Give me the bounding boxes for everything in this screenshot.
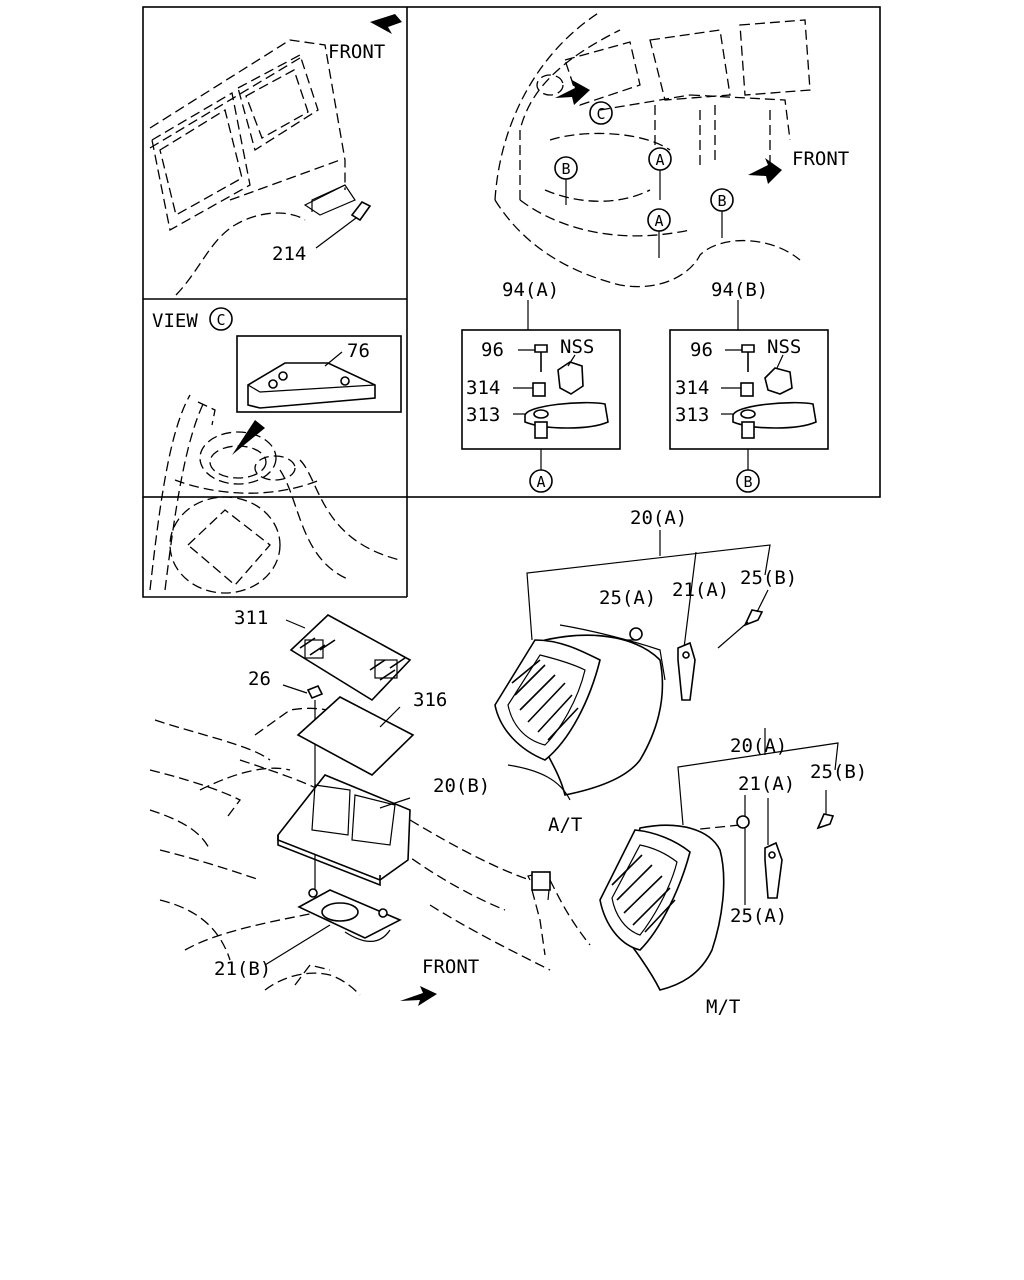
part-number-94a: 94(A) bbox=[502, 279, 559, 301]
part-number-25b-at: 25(B) bbox=[740, 567, 797, 589]
front-label-top-left: FRONT bbox=[328, 41, 385, 63]
nss-label-b: NSS bbox=[767, 336, 801, 358]
part-number-94b: 94(B) bbox=[711, 279, 768, 301]
part-number-20a-mt: 20(A) bbox=[730, 735, 787, 757]
part-number-314-b: 314 bbox=[675, 377, 709, 399]
ref-c-circle-letter: C bbox=[596, 105, 605, 123]
part-number-26: 26 bbox=[248, 668, 271, 690]
front-label-bottom: FRONT bbox=[422, 956, 479, 978]
rear-interior-view bbox=[494, 11, 811, 288]
view-c-circle-letter: C bbox=[216, 311, 225, 329]
part-number-313-b: 313 bbox=[675, 404, 709, 426]
ref-b-right: B bbox=[717, 192, 726, 210]
ref-b-left: B bbox=[561, 160, 570, 178]
ref-b-box: B bbox=[743, 473, 752, 491]
fastener-kit-94a bbox=[461, 300, 621, 493]
ref-a-upper: A bbox=[655, 151, 664, 169]
part-number-96-b: 96 bbox=[690, 339, 713, 361]
part-number-311: 311 bbox=[234, 607, 268, 629]
mt-console-assembly bbox=[599, 728, 839, 991]
part-number-20b: 20(B) bbox=[433, 775, 490, 797]
part-number-20a-at: 20(A) bbox=[630, 507, 687, 529]
view-c-label: VIEW bbox=[152, 310, 198, 332]
part-number-25b-mt: 25(B) bbox=[810, 761, 867, 783]
ref-a-box: A bbox=[536, 473, 545, 491]
mt-label: M/T bbox=[706, 996, 740, 1018]
ref-a-lower: A bbox=[654, 212, 663, 230]
part-number-76: 76 bbox=[347, 340, 370, 362]
part-number-21b: 21(B) bbox=[214, 958, 271, 980]
console-box-assembly bbox=[149, 614, 591, 1006]
part-number-21a-at: 21(A) bbox=[672, 579, 729, 601]
fastener-kit-94b bbox=[669, 300, 829, 493]
nss-label-a: NSS bbox=[560, 336, 594, 358]
part-number-316: 316 bbox=[413, 689, 447, 711]
at-console-assembly bbox=[494, 530, 771, 801]
part-number-25a-at: 25(A) bbox=[599, 587, 656, 609]
part-number-96-a: 96 bbox=[481, 339, 504, 361]
part-number-313-a: 313 bbox=[466, 404, 500, 426]
part-number-214: 214 bbox=[272, 243, 306, 265]
part-number-21a-mt: 21(A) bbox=[738, 773, 795, 795]
view-c-interior bbox=[149, 307, 402, 594]
at-label: A/T bbox=[548, 814, 582, 836]
part-number-25a-mt: 25(A) bbox=[730, 905, 787, 927]
front-label-top-right: FRONT bbox=[792, 148, 849, 170]
rear-quarter-exterior-view bbox=[149, 14, 402, 296]
part-number-314-a: 314 bbox=[466, 377, 500, 399]
panel-frames bbox=[142, 6, 881, 598]
